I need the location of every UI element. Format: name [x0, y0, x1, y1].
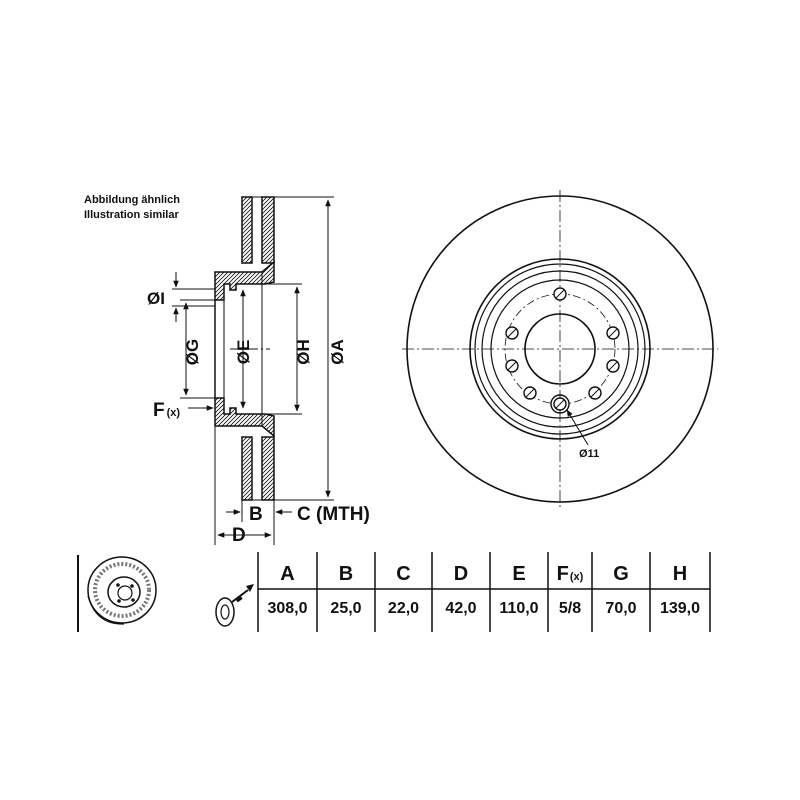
- brake-disc-thumbnail-icon: [77, 555, 157, 632]
- friction-ring-bottom-inner: [261, 436, 275, 501]
- dim-c-label: C (MTH): [297, 504, 370, 525]
- bolt-hole-mark: [555, 289, 565, 299]
- illustration-note-line1: Abbildung ähnlich: [84, 194, 180, 206]
- table-value-cell: 42,0: [445, 600, 476, 617]
- table-header-cell: E: [512, 563, 525, 585]
- table-header-cell: C: [396, 563, 410, 585]
- dim-f-label: F(x): [153, 400, 180, 421]
- dim-a-label: ØA: [328, 339, 347, 365]
- table-headers: A B C D E F(x) G H: [280, 563, 687, 585]
- bolt-hole-mark: [590, 388, 600, 398]
- bolt-hole-mark: [525, 388, 535, 398]
- table-header-cell: G: [613, 563, 629, 585]
- disc-dimension-icon: [215, 584, 254, 627]
- side-section-view: ØA ØH ØE ØG ØI F(x) B C (MTH): [147, 196, 370, 546]
- bolt-holes: [505, 287, 620, 414]
- table-header-cell: B: [339, 563, 353, 585]
- illustration-note: Abbildung ähnlich Illustration similar: [84, 194, 180, 221]
- table-value-cell: 25,0: [330, 600, 361, 617]
- bolt-hole-highlight: [550, 394, 570, 414]
- dim-h-label: ØH: [294, 339, 313, 365]
- bolt-hole-mark: [608, 361, 618, 371]
- bolt-hole-mark: [507, 361, 517, 371]
- friction-ring-top-inner: [261, 196, 275, 264]
- bolt-hole-mark: [608, 328, 618, 338]
- hat-section-bottom: [214, 397, 275, 438]
- bolt-hole-mark: [555, 399, 565, 409]
- bolt-hole-leader: [566, 409, 589, 446]
- dim-g-label: ØG: [183, 339, 202, 365]
- bolt-hole-label: Ø11: [579, 448, 599, 460]
- illustration-note-line2: Illustration similar: [84, 209, 179, 221]
- dim-i-label: ØI: [147, 289, 165, 308]
- table-value-cell: 110,0: [499, 600, 538, 617]
- table-header-cell: H: [673, 563, 687, 585]
- table-value-cell: 70,0: [605, 600, 636, 617]
- table-value-cell: 5/8: [559, 600, 581, 617]
- table-value-cell: 308,0: [267, 600, 307, 617]
- hat-section-top: [214, 260, 275, 301]
- table-values: 308,0 25,0 22,0 42,0 110,0 5/8 70,0 139,0: [267, 600, 700, 617]
- table-header-cell: D: [454, 563, 468, 585]
- front-view: Ø11: [402, 190, 718, 508]
- dim-b-label: B: [249, 504, 263, 525]
- dim-d-label: D: [232, 525, 246, 546]
- table-column-dividers: [257, 552, 711, 632]
- table-value-cell: 22,0: [388, 600, 419, 617]
- bolt-hole-mark: [507, 328, 517, 338]
- spec-strip: A B C D E F(x) G H 308,0 25,0 22,0 42,0 110,0 5/8 70,…: [77, 552, 711, 632]
- table-header-cell: A: [280, 563, 294, 585]
- dim-e-label: ØE: [234, 340, 253, 365]
- table-header-cell: F(x): [557, 563, 584, 585]
- table-value-cell: 139,0: [660, 600, 700, 617]
- friction-ring-bottom-outer: [241, 436, 253, 501]
- friction-ring-top-outer: [241, 196, 253, 264]
